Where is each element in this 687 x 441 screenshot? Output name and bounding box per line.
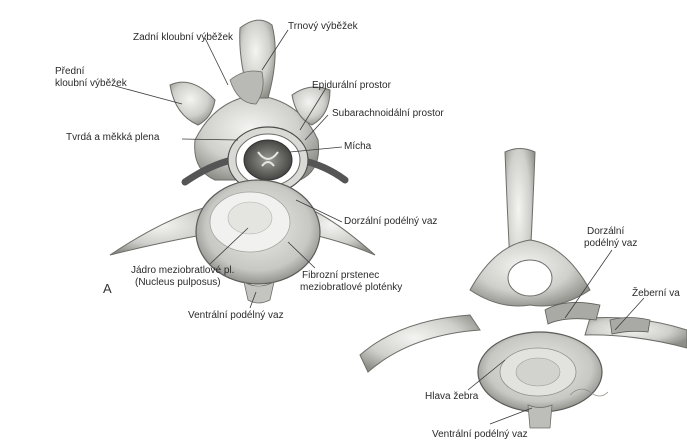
label-ventralni-vaz-a: Ventrální podélný vaz <box>188 310 284 322</box>
label-jadro-2: (Nucleus pulposus) <box>135 277 221 289</box>
label-epiduralni: Epidurální prostor <box>312 80 391 92</box>
label-dorzalni-vaz-b-1: Dorzální <box>587 226 624 238</box>
label-zadni-kloubni: Zadní kloubní výběžek <box>133 32 233 44</box>
label-zeberni-vaz: Žeberní va <box>632 288 680 300</box>
label-fibrozni-2: meziobratlové ploténky <box>300 282 402 294</box>
label-fibrozni-1: Fibrozní prstenec <box>302 270 379 282</box>
label-predni-kloubni-1: Přední <box>55 66 84 78</box>
label-trnovy: Trnový výběžek <box>288 21 358 33</box>
vertebra-a-drawing <box>110 20 375 303</box>
label-dorzalni-vaz-a: Dorzální podélný vaz <box>344 216 437 228</box>
label-dorzalni-vaz-b-2: podélný vaz <box>584 238 637 250</box>
label-predni-kloubni-2: kloubní výběžek <box>55 78 127 90</box>
label-hlava-zebra: Hlava žebra <box>425 391 478 403</box>
label-subarachnoidalni: Subarachnoidální prostor <box>332 108 444 120</box>
label-panel-a: A <box>103 283 112 295</box>
label-tvrda-plena: Tvrdá a měkká plena <box>66 132 159 144</box>
label-jadro-1: Jádro meziobratlové pl. <box>131 265 234 277</box>
label-ventralni-vaz-b: Ventrální podélný vaz <box>432 429 528 441</box>
label-micha: Mícha <box>344 141 371 153</box>
